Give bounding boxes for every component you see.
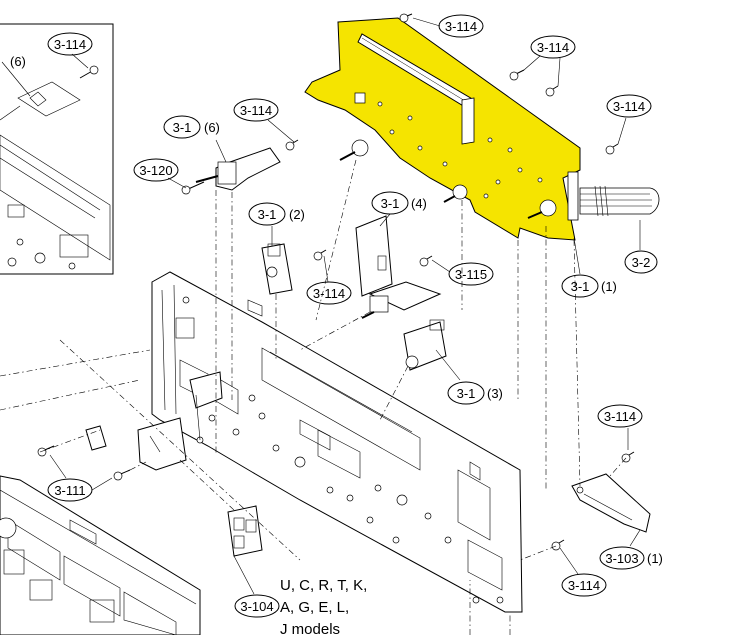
svg-text:3-114: 3-114	[313, 286, 345, 301]
svg-text:3-114: 3-114	[613, 99, 645, 114]
callouts: 3-114 3-114 3-114 3-114 3-114 3-1 (6)	[10, 14, 663, 618]
screw-icon	[551, 539, 565, 551]
svg-text:3-104: 3-104	[240, 599, 273, 614]
callout-3-1-6: 3-1 (6)	[163, 115, 220, 139]
part-3-104	[227, 505, 263, 557]
chassis-bracket	[189, 371, 223, 409]
part-3-1-6	[195, 147, 281, 191]
screw-icon	[509, 69, 525, 81]
callout-3-114-upper-right: 3-114	[530, 35, 576, 59]
svg-text:3-1: 3-1	[457, 386, 476, 401]
models-note: U, C, R, T, K, A, G, E, L, J models	[280, 577, 367, 635]
svg-text:3-114: 3-114	[54, 37, 86, 52]
callout-3-120: 3-120	[133, 158, 179, 182]
assembly-lines	[0, 159, 627, 635]
svg-text:3-114: 3-114	[537, 40, 569, 55]
screw-icon	[181, 181, 205, 195]
bracket	[85, 417, 187, 471]
callout-3-114-bottom: 3-114	[561, 573, 607, 597]
svg-text:3-1: 3-1	[381, 196, 400, 211]
callout-3-114-right: 3-114	[606, 94, 652, 118]
svg-text:(1): (1)	[601, 279, 617, 294]
callout-3-104: 3-104	[234, 594, 280, 618]
yellow-pcb-board	[304, 17, 581, 241]
screw-icon	[399, 13, 413, 23]
screw-icon	[419, 255, 433, 267]
screw-icon	[79, 65, 99, 79]
svg-text:3-1: 3-1	[571, 279, 590, 294]
svg-text:3-120: 3-120	[139, 163, 172, 178]
callout-3-114-top: 3-114	[438, 14, 484, 38]
svg-text:(2): (2)	[289, 207, 305, 222]
callout-3-111: 3-111	[47, 478, 93, 502]
screw-icon	[545, 85, 559, 97]
svg-text:3-1: 3-1	[173, 120, 192, 135]
part-3-103	[571, 473, 651, 533]
svg-text:(3): (3)	[487, 386, 503, 401]
callout-3-115: 3-115	[448, 262, 494, 286]
svg-text:3-1: 3-1	[258, 207, 277, 222]
flat-cable	[579, 185, 660, 217]
svg-text:3-114: 3-114	[568, 578, 600, 593]
callout-3-1-2: 3-1 (2)	[248, 202, 305, 226]
callout-3-1-3: 3-1 (3)	[447, 381, 503, 405]
screw-icon	[113, 469, 131, 481]
part-3-1-4	[355, 215, 442, 319]
callout-3-114-inset: 3-114	[47, 32, 93, 56]
svg-text:(6): (6)	[10, 54, 26, 69]
screw-icon	[313, 249, 327, 261]
callout-3-1-4: 3-1 (4)	[371, 191, 427, 215]
svg-text:3-114: 3-114	[604, 409, 636, 424]
inset-detail	[0, 23, 114, 275]
front-panel	[0, 475, 201, 635]
svg-text:(1): (1)	[647, 551, 663, 566]
svg-text:A, G, E, L,: A, G, E, L,	[280, 599, 349, 616]
svg-text:3-114: 3-114	[445, 19, 477, 34]
part-3-1-2	[261, 243, 293, 295]
part-3-1-3	[403, 319, 447, 371]
callout-3-103-1: 3-103 (1)	[599, 546, 663, 570]
callout-inset-6: (6)	[10, 54, 26, 69]
callout-3-114-right-lower: 3-114	[597, 404, 643, 428]
svg-text:3-111: 3-111	[54, 483, 85, 498]
svg-text:(6): (6)	[204, 120, 220, 135]
leader-lines	[49, 17, 641, 595]
screw-icon	[605, 143, 619, 155]
callout-3-114-center: 3-114	[306, 281, 352, 305]
callout-3-114-left: 3-114	[233, 98, 279, 122]
main-chassis-plate	[151, 271, 523, 613]
svg-text:3-2: 3-2	[632, 255, 651, 270]
svg-text:3-114: 3-114	[240, 103, 272, 118]
svg-text:J models: J models	[280, 621, 340, 635]
screw-icon	[37, 445, 55, 457]
svg-text:(4): (4)	[411, 196, 427, 211]
screw-icon	[285, 139, 299, 151]
svg-text:3-115: 3-115	[455, 267, 487, 282]
callout-3-2: 3-2	[624, 250, 658, 274]
svg-text:U, C, R, T, K,: U, C, R, T, K,	[280, 577, 367, 594]
callout-3-1-1: 3-1 (1)	[561, 274, 617, 298]
svg-text:3-103: 3-103	[605, 551, 638, 566]
